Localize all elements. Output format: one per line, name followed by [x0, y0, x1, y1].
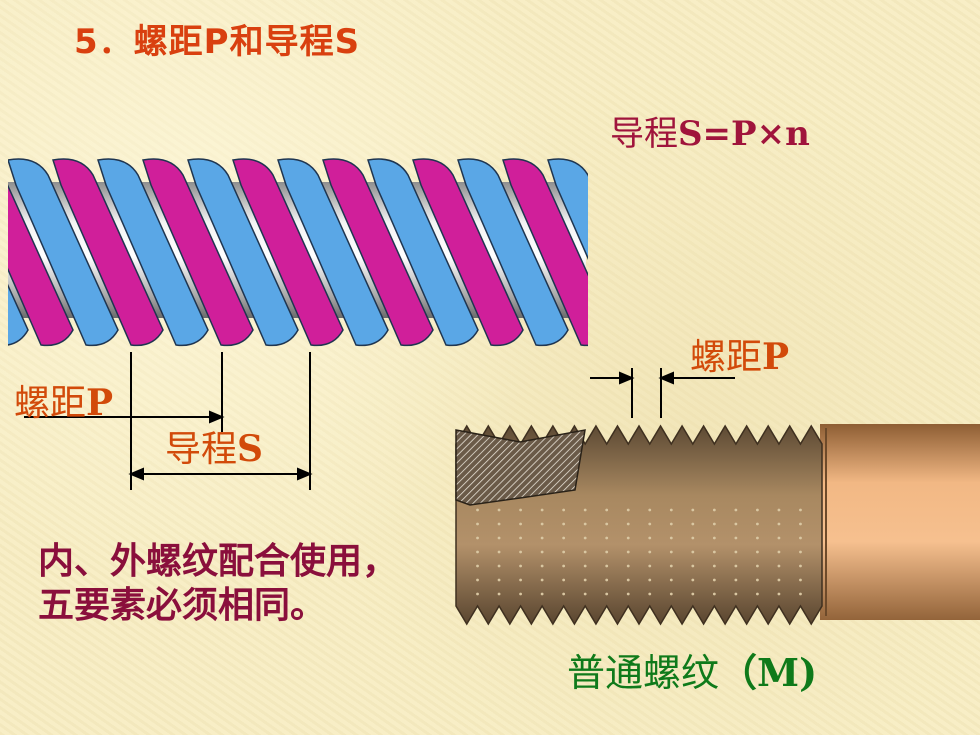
lead-label: 导程S [165, 420, 263, 472]
pitch-label-left-symbol: P [86, 382, 114, 424]
lead-label-text: 导程 [165, 429, 238, 470]
screw-thread-band [8, 158, 119, 347]
caption-text: 普通螺纹 [567, 651, 720, 695]
pitch-dimension-right [590, 368, 735, 418]
screw-thread-band [8, 184, 74, 347]
pitch-label-right-symbol: P [762, 336, 790, 378]
screw-thread-band [367, 158, 479, 347]
screw-thread-band [683, 159, 793, 345]
matching-note: 内、外螺纹配合使用，五要素必须相同。 [38, 541, 399, 626]
metric-thread-caption: 普通螺纹（M) [567, 642, 817, 697]
pitch-lead-dimensions [24, 352, 313, 490]
lead-formula-word: 导程 [610, 114, 678, 154]
screw-thread-band [502, 158, 588, 347]
screw-thread-band [322, 158, 434, 347]
screw-thread-band [593, 159, 703, 345]
double-start-screw [8, 158, 793, 347]
screw-thread-band [8, 283, 29, 346]
slide-title: 5．螺距P和导程S [74, 22, 361, 62]
pitch-label-left-text: 螺距 [14, 383, 87, 424]
screw-thread-band [142, 158, 254, 347]
lead-formula-expression: S=P×n [678, 114, 810, 154]
screw-thread-band [457, 158, 569, 347]
screw-thread-band [232, 158, 344, 347]
caption-code: （M) [719, 650, 818, 695]
screw-thread-band [187, 158, 299, 347]
lead-formula: 导程S=P×n [610, 106, 810, 155]
pitch-label-left: 螺距P [14, 374, 113, 426]
screw-thread-band [52, 158, 164, 347]
metric-thread-bolt [455, 424, 980, 626]
pitch-label-right-text: 螺距 [690, 337, 763, 378]
screw-thread-band [547, 158, 588, 261]
pitch-label-right: 螺距P [690, 328, 789, 380]
screw-thread-band [97, 158, 209, 347]
lead-label-symbol: S [237, 428, 264, 470]
screw-thread-band [638, 159, 748, 345]
screw-thread-band [412, 158, 524, 347]
screw-thread-band [277, 158, 389, 347]
